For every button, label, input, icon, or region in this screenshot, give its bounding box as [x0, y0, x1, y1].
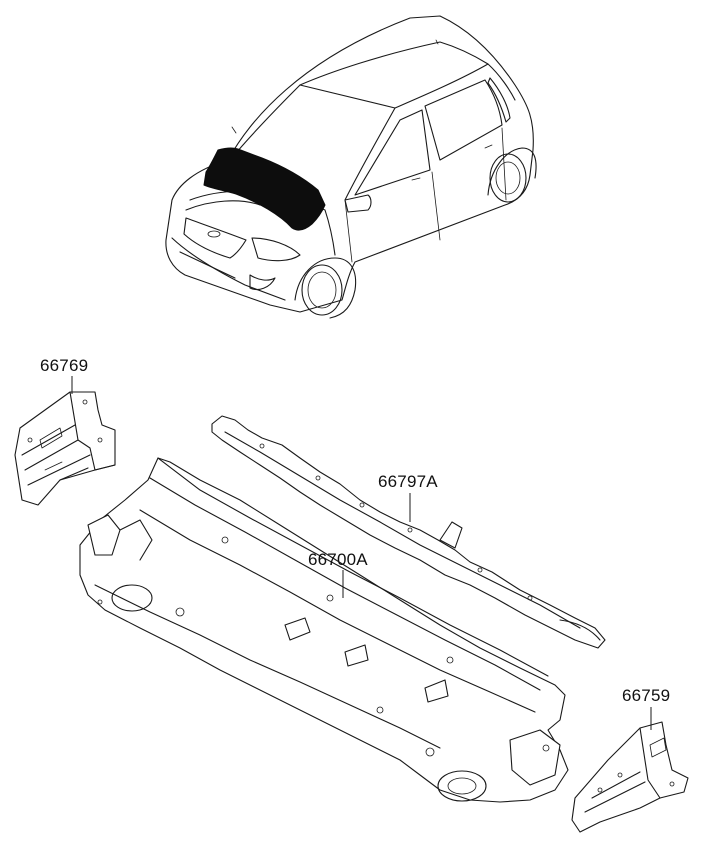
cowl-panel-66700A — [79, 457, 569, 803]
part-number-66769: 66769 — [40, 356, 89, 375]
car-illustration — [165, 15, 537, 319]
part-number-66797A: 66797A — [378, 472, 438, 491]
bracket-66759 — [571, 721, 689, 833]
part-number-66700A: 66700A — [308, 550, 368, 569]
part-number-66759: 66759 — [622, 686, 671, 705]
cowl-strip-66797A — [211, 415, 606, 649]
bracket-66769 — [14, 391, 116, 506]
